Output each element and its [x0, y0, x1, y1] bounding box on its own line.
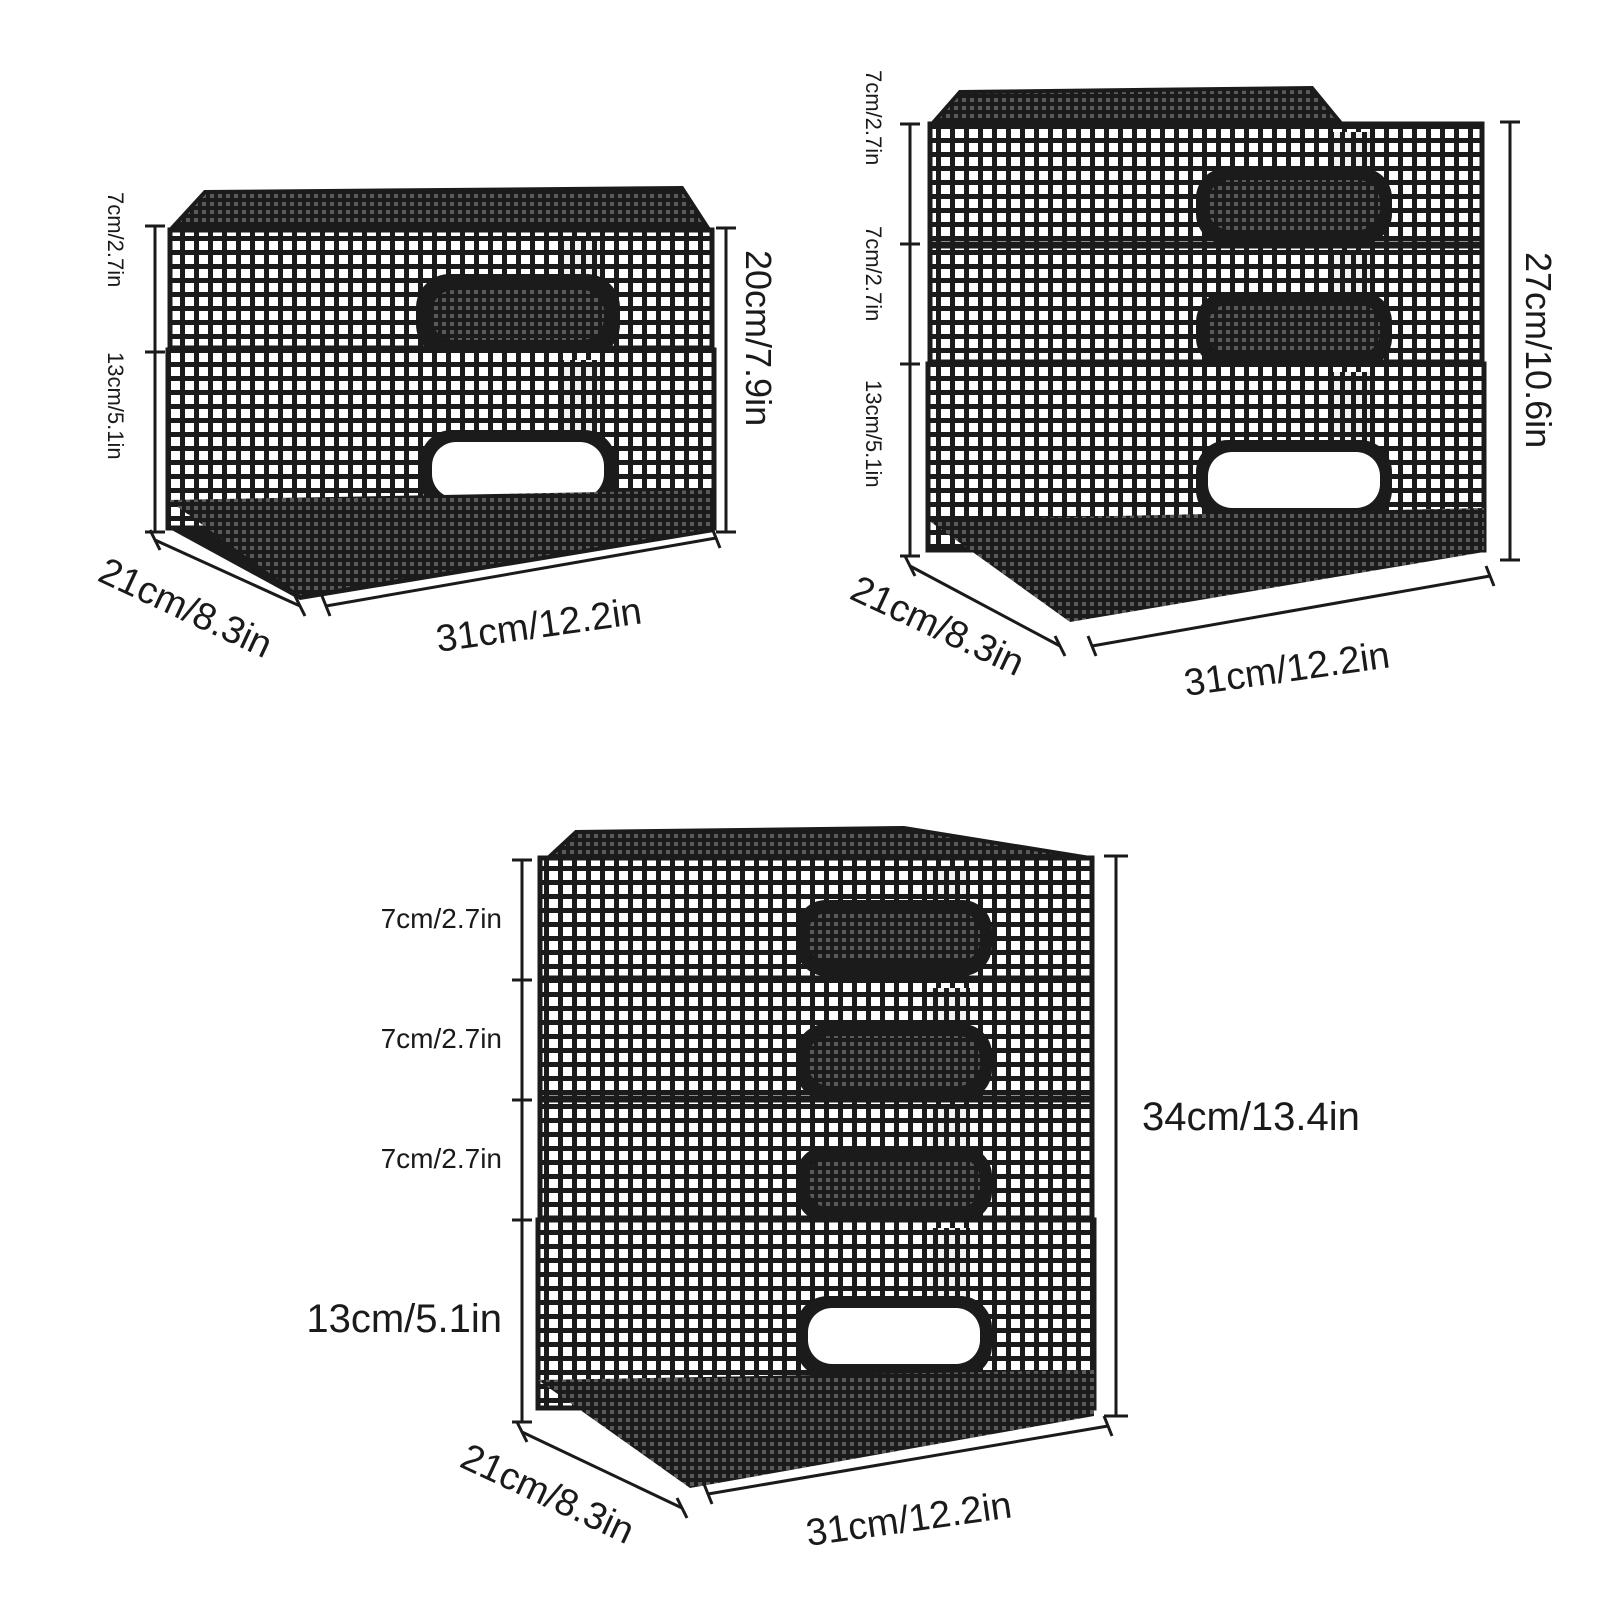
- depth-label: 21cm/8.3in: [454, 1436, 640, 1553]
- tier-1-height-label: 7cm/2.7in: [861, 70, 886, 165]
- tier-4-height-label: 13cm/5.1in: [306, 1297, 502, 1341]
- four-tier-organizer: 7cm/2.7in 7cm/2.7in 7cm/2.7in 13cm/5.1in…: [306, 825, 1360, 1555]
- two-tier-organizer: 7cm/2.7in 13cm/5.1in 20cm/7.9in 21cm/8.3…: [92, 185, 779, 667]
- total-height-label: 27cm/10.6in: [1518, 252, 1559, 448]
- basket-illustration: [925, 85, 1487, 622]
- tier-2-height-label: 7cm/2.7in: [861, 226, 886, 321]
- width-label: 31cm/12.2in: [803, 1485, 1014, 1555]
- total-height-label: 20cm/7.9in: [738, 250, 779, 426]
- width-label: 31cm/12.2in: [433, 591, 644, 661]
- depth-label: 21cm/8.3in: [844, 568, 1030, 685]
- tier-1-height-label: 7cm/2.7in: [103, 192, 128, 287]
- tier-1-height-label: 7cm/2.7in: [381, 903, 502, 934]
- tier-3-height-label: 13cm/5.1in: [861, 380, 886, 488]
- basket-illustration: [165, 185, 717, 600]
- three-tier-organizer: 7cm/2.7in 7cm/2.7in 13cm/5.1in 27cm/10.6…: [844, 70, 1559, 705]
- basket-illustration: [535, 825, 1097, 1488]
- total-height-label: 34cm/13.4in: [1142, 1095, 1360, 1139]
- tier-2-height-label: 13cm/5.1in: [103, 352, 128, 460]
- tier-3-height-label: 7cm/2.7in: [381, 1143, 502, 1174]
- tier-2-height-label: 7cm/2.7in: [381, 1023, 502, 1054]
- width-label: 31cm/12.2in: [1181, 635, 1392, 705]
